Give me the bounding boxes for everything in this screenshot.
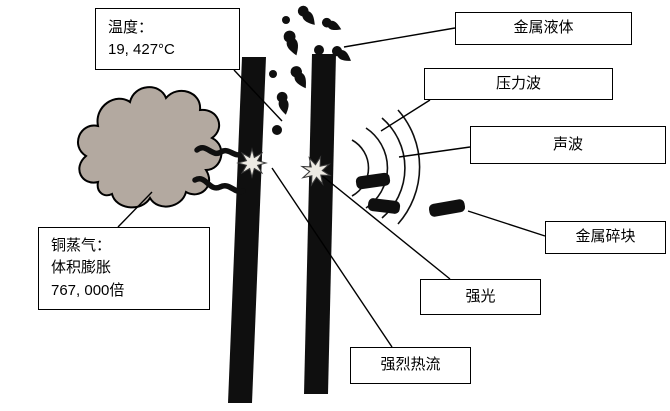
copper-vapor-cloud — [77, 86, 223, 209]
droplet — [276, 91, 289, 115]
pressure-wave-label: 压力波 — [495, 74, 541, 92]
vapor-jet-2 — [192, 176, 246, 195]
droplet — [314, 45, 324, 55]
fragment — [428, 199, 466, 217]
arc-flash-bursts — [236, 147, 332, 187]
intense-heat-flow-label: 强烈热流 — [380, 356, 441, 374]
metal-fragment-pieces — [355, 172, 466, 217]
label-box-temperature: 温度： 19, 427°C — [95, 8, 240, 70]
fragment — [367, 198, 401, 214]
label-box-strong-light: 强光 — [420, 279, 541, 315]
label-box-metal-liquid: 金属液体 — [455, 12, 632, 45]
copper-vapor-expansion: 体积膨胀 — [51, 259, 112, 277]
molten-metal-droplets — [269, 5, 351, 135]
label-box-pressure-wave: 压力波 — [424, 68, 613, 100]
copper-vapor-factor: 767, 000倍 — [51, 281, 125, 299]
connector-metal-liquid — [343, 27, 456, 48]
droplet — [272, 125, 282, 135]
electrodes — [228, 54, 336, 403]
metal-fragments-label: 金属碎块 — [575, 228, 636, 246]
sound-wave-label: 声波 — [552, 135, 583, 153]
wave-arc-1 — [351, 139, 370, 197]
label-box-intense-heat-flow: 强烈热流 — [350, 347, 471, 384]
label-box-metal-fragments: 金属碎块 — [545, 221, 666, 254]
connector-temperature — [233, 69, 283, 122]
droplet — [321, 17, 342, 31]
temperature-value: 19, 427°C — [108, 41, 175, 58]
droplet — [331, 46, 351, 61]
droplet — [282, 16, 290, 24]
label-box-copper-vapor: 铜蒸气： 体积膨胀 767, 000倍 — [38, 227, 210, 310]
connector-strong-light — [319, 173, 451, 280]
label-box-sound-wave: 声波 — [470, 126, 666, 164]
flash-burst-right — [300, 155, 332, 187]
droplet — [297, 5, 315, 25]
connector-pressure-wave — [380, 99, 431, 132]
connector-copper-vapor — [117, 191, 153, 228]
connector-metal-fragments — [467, 210, 546, 237]
electrode-right — [304, 54, 336, 394]
connector-sound-wave — [398, 146, 471, 158]
vapor-jet-1 — [194, 145, 245, 158]
metal-liquid-label: 金属液体 — [513, 19, 574, 37]
droplet — [283, 30, 299, 56]
electrode-left — [228, 57, 266, 403]
fragment — [355, 172, 391, 190]
wave-arc-4 — [397, 109, 421, 225]
strong-light-label: 强光 — [465, 287, 496, 305]
droplet — [290, 66, 306, 89]
flash-burst-left — [236, 147, 268, 179]
connector-intense-heat-flow — [271, 167, 393, 348]
copper-vapor-title: 铜蒸气： — [51, 236, 112, 254]
vapor-jets — [192, 145, 246, 195]
droplet — [269, 70, 277, 78]
connector-lines — [117, 27, 546, 348]
temperature-title: 温度： — [108, 18, 154, 36]
